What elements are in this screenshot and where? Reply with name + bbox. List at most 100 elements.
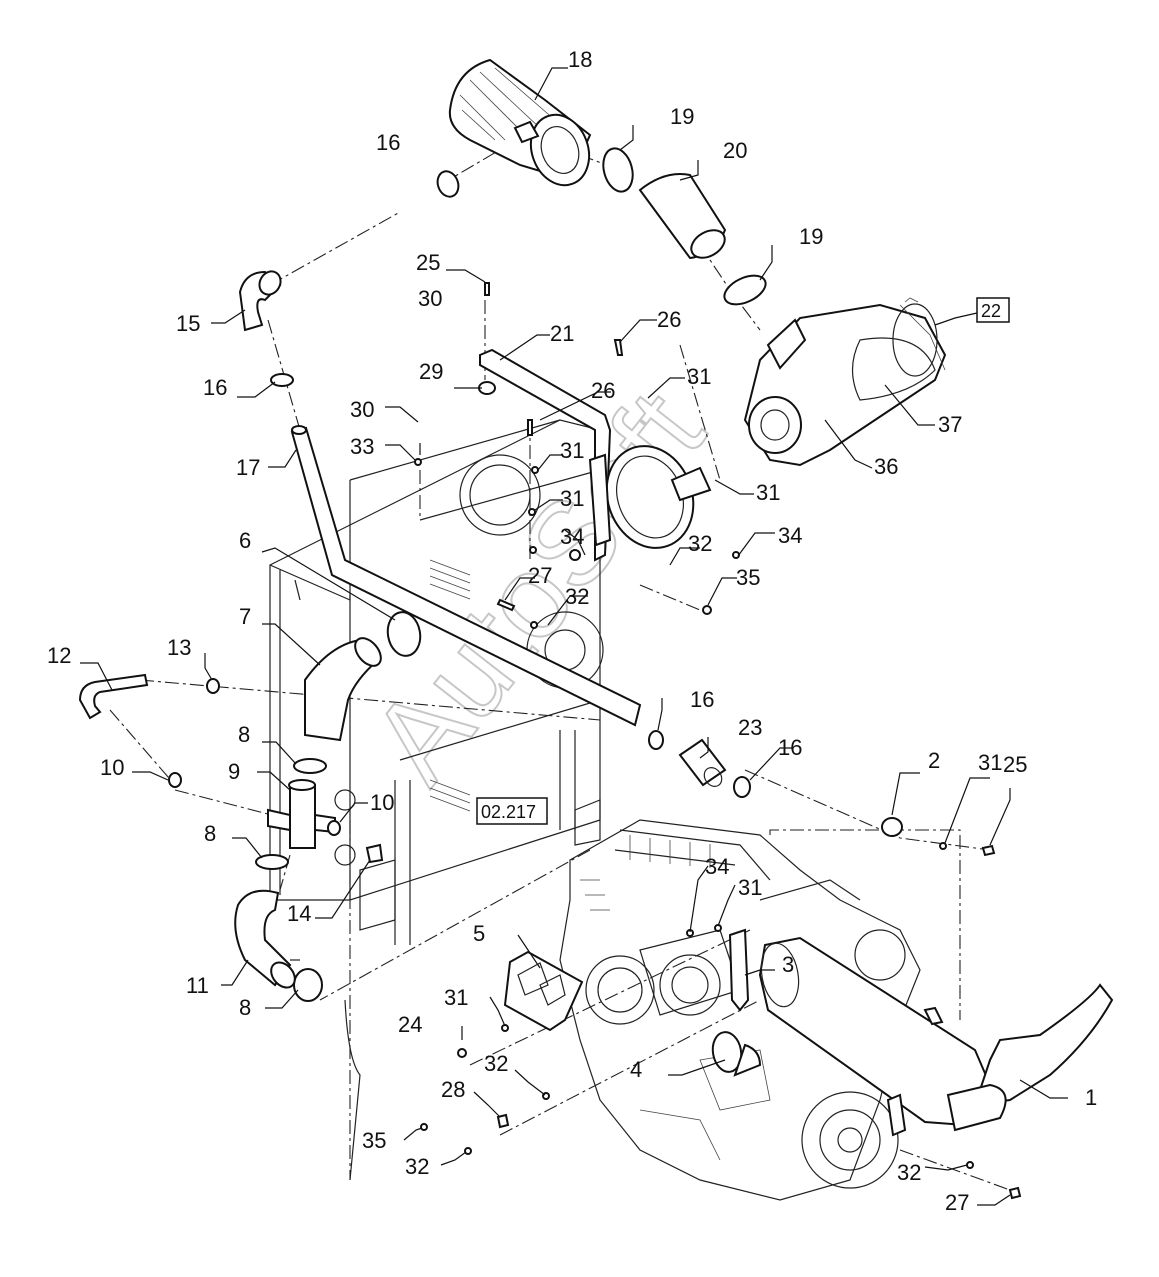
label-12: 12 bbox=[47, 643, 71, 668]
label-34-a: 34 bbox=[560, 524, 584, 549]
clamp-8-upper bbox=[293, 758, 327, 774]
label-18: 18 bbox=[568, 47, 592, 72]
label-31-d: 31 bbox=[756, 480, 780, 505]
clamp-8-lower bbox=[293, 968, 323, 1002]
leader-lines bbox=[80, 67, 1068, 1206]
label-2: 2 bbox=[928, 748, 940, 773]
label-28: 28 bbox=[441, 1077, 465, 1102]
label-19-top: 19 bbox=[670, 104, 694, 129]
ref-box-22-label: 22 bbox=[981, 301, 1001, 321]
part-labels: 1 2 3 4 5 6 7 8 8 8 9 10 10 11 12 13 14 … bbox=[47, 47, 1097, 1215]
hose-11 bbox=[234, 889, 296, 989]
label-31-e: 31 bbox=[978, 750, 1002, 775]
label-34-b: 34 bbox=[778, 523, 802, 548]
label-32-e: 32 bbox=[897, 1160, 921, 1185]
label-11: 11 bbox=[186, 973, 209, 998]
label-16-right-a: 16 bbox=[690, 687, 714, 712]
label-8-lower: 8 bbox=[239, 995, 251, 1020]
label-31-g: 31 bbox=[444, 985, 468, 1010]
elbow-15 bbox=[238, 270, 282, 332]
heat-shield-5 bbox=[503, 950, 584, 1032]
label-26-top: 26 bbox=[657, 307, 681, 332]
clamp-2 bbox=[881, 817, 903, 837]
ref-box-02217[interactable]: 02.217 bbox=[476, 797, 548, 825]
label-20: 20 bbox=[723, 138, 747, 163]
label-8-middle: 8 bbox=[204, 821, 216, 846]
label-35-a: 35 bbox=[736, 565, 760, 590]
label-32-c: 32 bbox=[484, 1051, 508, 1076]
label-21: 21 bbox=[550, 321, 574, 346]
clamp-4 bbox=[711, 1031, 762, 1077]
clamp-19-top bbox=[602, 147, 634, 193]
label-31-f: 31 bbox=[738, 875, 762, 900]
label-13: 13 bbox=[167, 635, 191, 660]
hose-12 bbox=[78, 673, 149, 720]
label-10-left: 10 bbox=[100, 755, 124, 780]
label-14: 14 bbox=[287, 901, 311, 926]
cap-10-left bbox=[168, 772, 182, 788]
connector-9 bbox=[267, 779, 336, 849]
label-17: 17 bbox=[236, 455, 260, 480]
label-30-top: 30 bbox=[418, 286, 442, 311]
hose-23 bbox=[678, 738, 727, 787]
label-19-lower: 19 bbox=[799, 224, 823, 249]
clamp-16-mid bbox=[270, 373, 294, 387]
label-15: 15 bbox=[176, 311, 200, 336]
label-4: 4 bbox=[630, 1057, 642, 1082]
pre-cleaner-18 bbox=[448, 58, 592, 187]
label-25-right: 25 bbox=[1003, 752, 1027, 777]
clamp-16-top bbox=[436, 170, 460, 198]
label-32-a: 32 bbox=[688, 531, 712, 556]
cap-10-right bbox=[327, 820, 341, 836]
label-32-b: 32 bbox=[565, 584, 589, 609]
bottom-fasteners bbox=[420, 924, 1022, 1200]
label-25-top: 25 bbox=[416, 250, 440, 275]
band-clamp-34 bbox=[588, 445, 712, 549]
label-35-b: 35 bbox=[362, 1128, 386, 1153]
label-37: 37 bbox=[938, 412, 962, 437]
bracket-3 bbox=[728, 928, 750, 1012]
label-27-mid: 27 bbox=[528, 563, 552, 588]
muffler-1 bbox=[758, 936, 1114, 1137]
ref-box-02217-label: 02.217 bbox=[481, 802, 536, 822]
bolt-25-right bbox=[981, 844, 996, 857]
label-9: 9 bbox=[228, 759, 240, 784]
air-filter-housing bbox=[743, 297, 947, 467]
label-5: 5 bbox=[473, 921, 485, 946]
hose-7 bbox=[304, 637, 382, 742]
clamp-16-right-b bbox=[733, 776, 751, 798]
clamp-16-right-a bbox=[648, 730, 664, 750]
ref-box-22[interactable]: 22 bbox=[976, 297, 1010, 323]
hose-20 bbox=[638, 173, 727, 260]
label-36: 36 bbox=[874, 454, 898, 479]
label-32-d: 32 bbox=[405, 1154, 429, 1179]
label-29: 29 bbox=[419, 359, 443, 384]
label-31-b: 31 bbox=[560, 438, 584, 463]
label-30-mid: 30 bbox=[350, 397, 374, 422]
label-16-mid: 16 bbox=[203, 375, 227, 400]
clamp-19-lower bbox=[723, 274, 767, 306]
label-1: 1 bbox=[1085, 1085, 1097, 1110]
label-24: 24 bbox=[398, 1012, 422, 1037]
fasteners bbox=[414, 282, 740, 629]
pipe-17 bbox=[290, 425, 642, 727]
label-33: 33 bbox=[350, 434, 374, 459]
clamp-8-middle bbox=[255, 854, 289, 870]
label-7: 7 bbox=[239, 604, 251, 629]
label-26-mid: 26 bbox=[591, 378, 615, 403]
label-31-a: 31 bbox=[687, 364, 711, 389]
cooling-frame bbox=[269, 419, 604, 1181]
label-3: 3 bbox=[782, 952, 794, 977]
engine-block bbox=[559, 819, 921, 1201]
plug-14 bbox=[365, 843, 384, 864]
label-6: 6 bbox=[239, 528, 251, 553]
clamp-6 bbox=[386, 611, 422, 657]
washer-31-right bbox=[939, 842, 947, 850]
label-27-bottom: 27 bbox=[945, 1190, 969, 1215]
label-16-top: 16 bbox=[376, 130, 400, 155]
label-10-right: 10 bbox=[370, 790, 394, 815]
cap-13 bbox=[206, 678, 220, 694]
label-31-c: 31 bbox=[560, 486, 584, 511]
label-16-right-b: 16 bbox=[778, 735, 802, 760]
